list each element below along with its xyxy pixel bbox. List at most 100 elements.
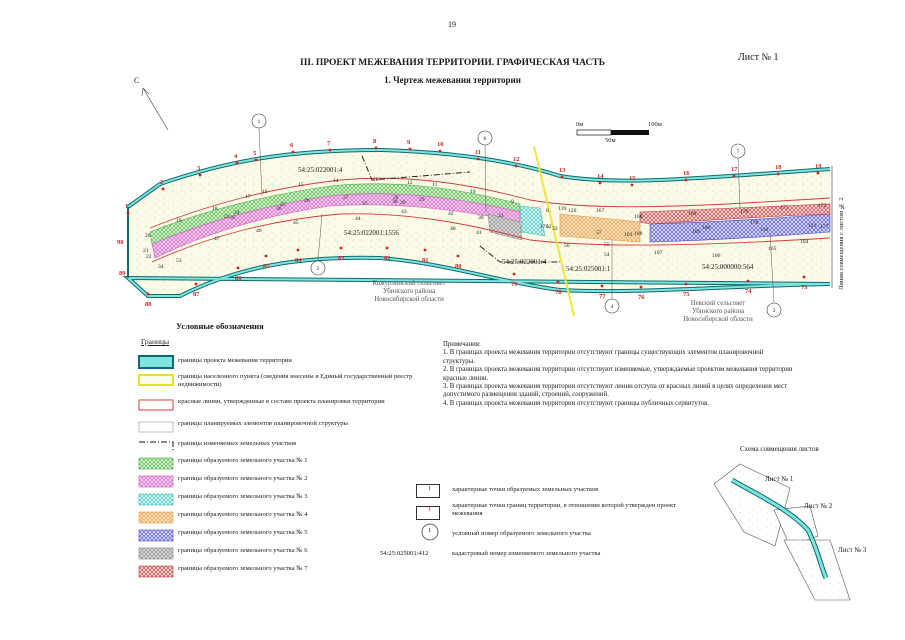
plot-5-area (649, 213, 831, 243)
point-marker (456, 254, 460, 258)
legend-group: Границы (141, 337, 170, 346)
point-label: 24 (234, 210, 240, 216)
point-label: 167 (596, 208, 605, 214)
boundary-point-label: 77 (599, 293, 606, 300)
boundary-point-label: 85 (263, 263, 270, 270)
point-label: 119 (558, 206, 566, 212)
plot-3-area (519, 205, 546, 237)
point-marker (802, 275, 806, 279)
scheme-sheet-1: Лист № 1 (765, 475, 794, 483)
point-label: 28 (393, 195, 399, 201)
point-marker (598, 181, 602, 185)
boundary-point-label: 76 (638, 294, 645, 301)
cadastral-label: 54:25:000000:564 (702, 263, 754, 271)
point-label: 42 (448, 211, 454, 217)
point-label: 35 (230, 215, 236, 221)
point-label: 108 (634, 231, 643, 237)
legend-item: границы планируемых элементов планировоч… (138, 420, 438, 434)
point-label: 110 (760, 227, 768, 233)
char-point-symbol: 1 (416, 484, 440, 498)
point-marker (684, 282, 688, 286)
plot-7-area (639, 203, 831, 225)
page-number: 19 (448, 20, 456, 29)
point-marker (198, 173, 202, 177)
point-label: 33 (552, 226, 558, 232)
legend-item-label: границы образуемого земельного участка №… (178, 457, 308, 464)
point-label: 31 (498, 213, 504, 219)
village-right-line: Невский сельсовет (690, 300, 746, 307)
legend-cadastral-text: кадастровый номер изменяемого земельного… (452, 550, 601, 557)
point-label: 53 (176, 258, 182, 264)
legend-item-label: границы образуемого земельного участка №… (178, 547, 308, 554)
cadastral-label: 54:25:022001:4 (298, 166, 343, 174)
point-label: 46 (256, 228, 262, 234)
point-label: 168 (634, 214, 643, 220)
boundary-point-label: 6 (290, 142, 294, 149)
boundary-point-label: 16 (683, 170, 690, 177)
legend-item-label: красные линии, утвержденные в составе пр… (178, 398, 385, 405)
point-label: 47 (214, 236, 220, 242)
legend-item: границы образуемого земельного участка №… (138, 475, 438, 489)
legend-item: границы проекта межевания территории (138, 357, 438, 371)
legend-circle-number: условный номер образуемого земельного уч… (452, 530, 591, 537)
point-label: 13 (373, 177, 379, 183)
boundary-point-label: 78 (555, 289, 562, 296)
legend-item: границы изменяемых земельных участков (138, 440, 438, 454)
legend-item: границы образуемого земельного участка №… (138, 547, 438, 561)
legend-item: границы образуемого земельного участка №… (138, 511, 438, 525)
boundary-point-label: 9 (407, 139, 411, 146)
point-label: 36 (276, 206, 282, 212)
scale-middle-label: 50м (605, 137, 616, 144)
point-label: 109 (692, 229, 701, 235)
point-label: 11 (432, 182, 438, 188)
point-marker (776, 172, 780, 176)
point-label: 29 (419, 197, 425, 203)
boundary-point-label: 3 (197, 165, 201, 172)
point-marker (264, 254, 268, 258)
point-label: 180 (702, 225, 711, 231)
boundary-point-label: 81 (422, 257, 429, 264)
point-label: 57 (596, 230, 602, 236)
boundary-point-label: 19 (815, 163, 822, 170)
boundary-point-label: 80 (455, 263, 462, 270)
point-marker (476, 157, 480, 161)
sheet-scheme (713, 463, 851, 601)
point-label: 16 (262, 189, 268, 195)
leader-line (317, 213, 323, 262)
scale-left-label: 0м (576, 121, 584, 128)
point-marker (385, 246, 389, 250)
point-marker (630, 183, 634, 187)
point-label: 41 (476, 230, 482, 236)
point-marker (732, 174, 736, 178)
point-marker (746, 279, 750, 283)
boundary-point-label: 84 (295, 257, 302, 264)
legend-item-label: границы изменяемых земельных участков (178, 440, 297, 447)
point-label: 171 (780, 205, 789, 211)
boundary-point-label: 18 (775, 164, 782, 171)
note-item: 2. В границах проекта межевания территор… (443, 366, 793, 382)
point-label: 20 (145, 233, 151, 239)
point-label: 12 (407, 180, 413, 186)
plot-number-label: 7 (737, 149, 740, 155)
boundary-point-label: 12 (513, 156, 520, 163)
boundary-point-label: 73 (801, 284, 808, 291)
boundary-point-label: 82 (384, 255, 391, 262)
boundary-point-label: 4 (234, 153, 238, 160)
point-marker (816, 171, 820, 175)
point-label: 43 (401, 209, 407, 215)
point-label: 34 (158, 264, 164, 270)
legend-item-label: границы образуемого земельного участка №… (178, 529, 308, 536)
plot-4-area (559, 213, 641, 243)
point-label: 9 (511, 199, 514, 205)
legend-item: границы образуемого земельного участка №… (138, 529, 438, 543)
point-label: 21 (143, 248, 149, 254)
cadastral-label: 54:25:022001:4 (502, 258, 547, 266)
legend-item-label: границы образуемого земельного участка №… (178, 511, 308, 518)
point-label: 8 (546, 208, 549, 214)
boundary-point-label: 7 (327, 140, 331, 147)
scheme-title: Схема совмещения листов (740, 445, 819, 453)
boundary-point-symbol: 1 (416, 506, 440, 520)
boundary-point-label: 8 (373, 138, 377, 145)
boundary-point-label: 13 (559, 167, 566, 174)
